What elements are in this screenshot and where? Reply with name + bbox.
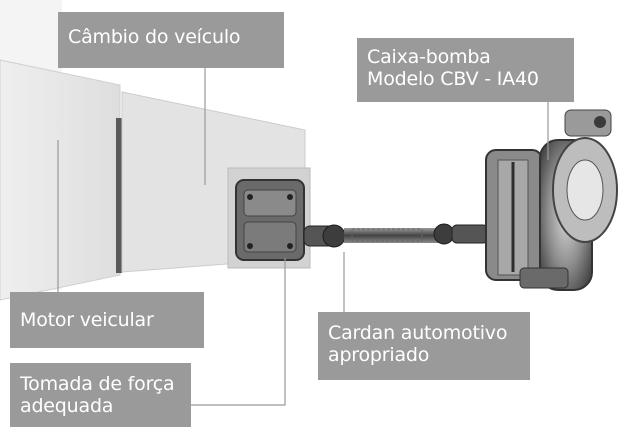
label-vehicle-engine: Motor veicular xyxy=(10,292,204,348)
flywheel-flange xyxy=(116,118,122,273)
label-cardan-line1: Cardan automotivo xyxy=(328,322,508,344)
vehicle-engine xyxy=(0,0,122,301)
label-caixa-line1: Caixa-bomba xyxy=(367,46,491,68)
label-pump-box: Caixa-bomba Modelo CBV - IA40 xyxy=(357,38,574,102)
leader-lines xyxy=(57,68,549,406)
label-cardan-shaft: Cardan automotivo apropriado xyxy=(318,312,530,380)
label-cardan-line2: apropriado xyxy=(328,344,430,366)
pump-box xyxy=(485,109,618,291)
power-take-off xyxy=(235,179,305,261)
label-power-take-off: Tomada de força adequada xyxy=(10,363,191,427)
label-caixa-line2: Modelo CBV - IA40 xyxy=(367,68,539,90)
cardan-shaft xyxy=(303,223,489,248)
label-vehicle-gearbox: Câmbio do veículo xyxy=(58,12,284,68)
label-cambio-text: Câmbio do veículo xyxy=(68,26,241,48)
leader-tomada xyxy=(191,258,286,406)
label-motor-text: Motor veicular xyxy=(20,309,154,331)
label-tomada-line1: Tomada de força xyxy=(20,373,175,395)
label-tomada-line2: adequada xyxy=(20,395,114,417)
